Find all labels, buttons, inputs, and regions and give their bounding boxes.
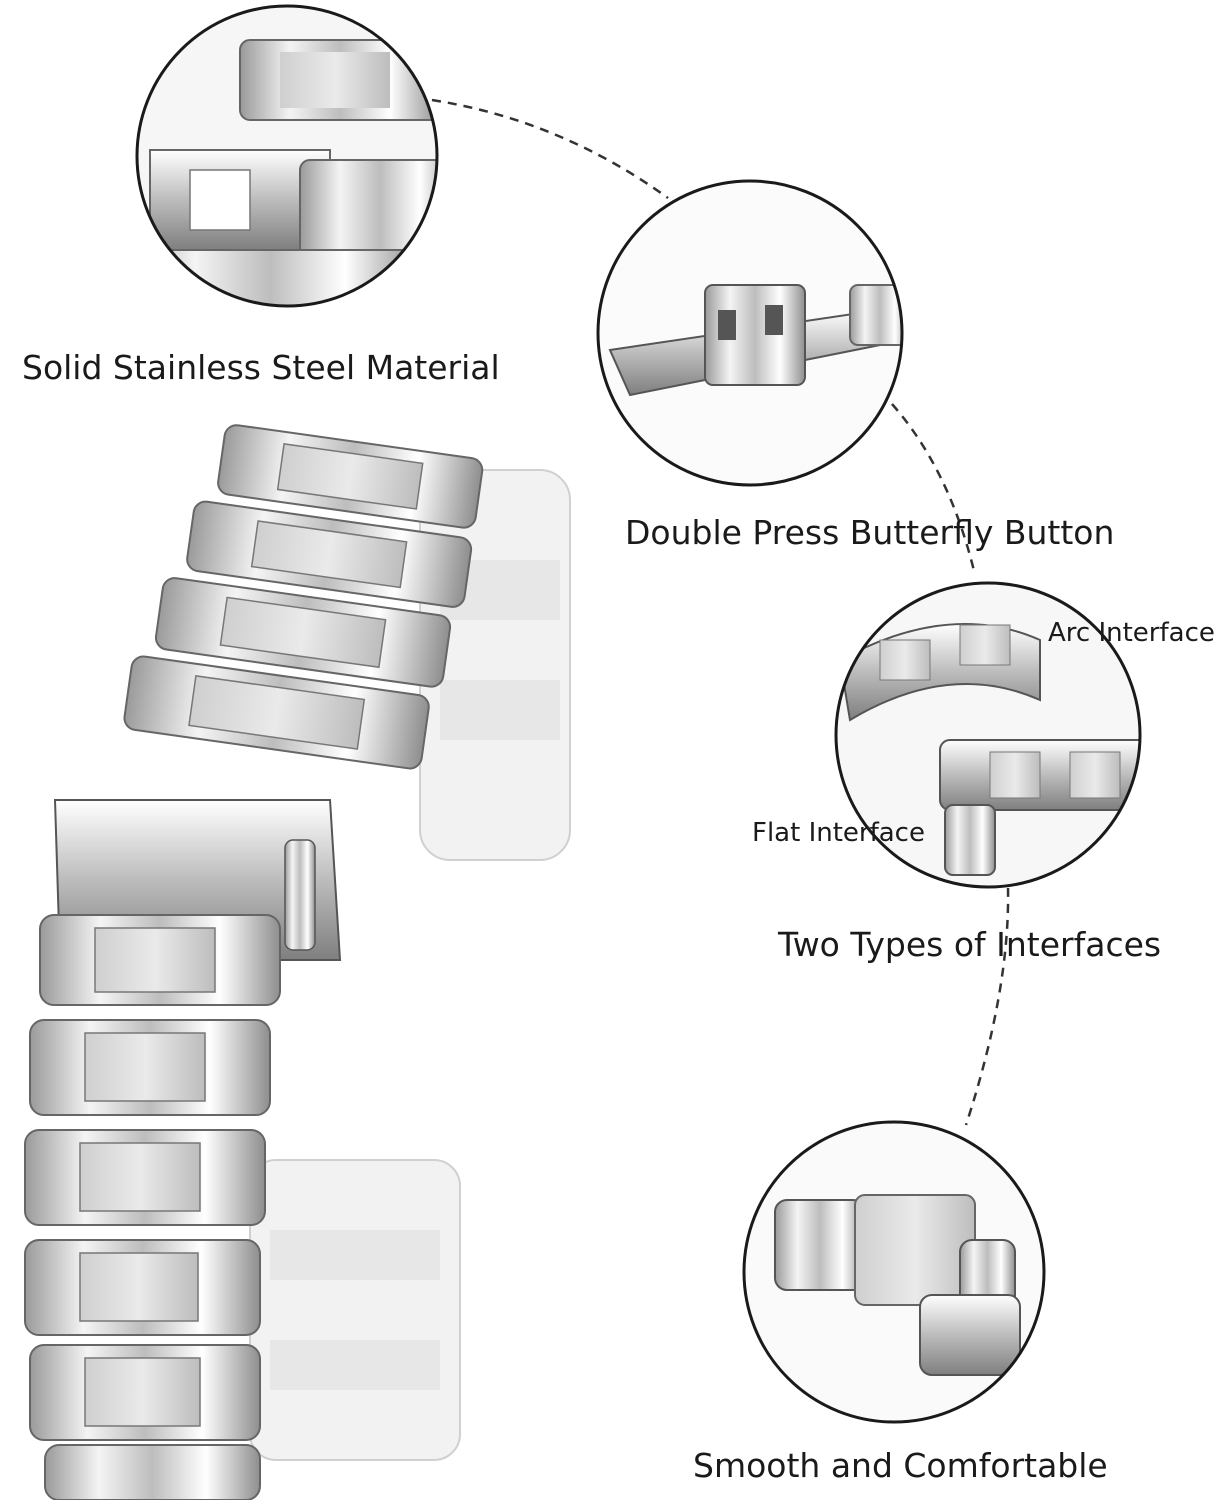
clasp-label: Double Press Butterfly Button <box>625 513 1115 552</box>
arc-interface-label: Arc Interface <box>1048 618 1215 648</box>
interfaces-closeup-circle <box>834 581 1142 889</box>
material-label: Solid Stainless Steel Material <box>22 348 500 387</box>
material-closeup-circle <box>135 4 439 308</box>
bracelet-image <box>24 424 571 1500</box>
link-closeup-circle <box>742 1120 1046 1424</box>
interfaces-label: Two Types of Interfaces <box>778 925 1162 964</box>
comfort-label: Smooth and Comfortable <box>693 1446 1108 1485</box>
clasp-closeup-circle <box>596 179 904 487</box>
connector-lines <box>431 98 1010 1126</box>
flat-interface-label: Flat Interface <box>752 818 925 848</box>
